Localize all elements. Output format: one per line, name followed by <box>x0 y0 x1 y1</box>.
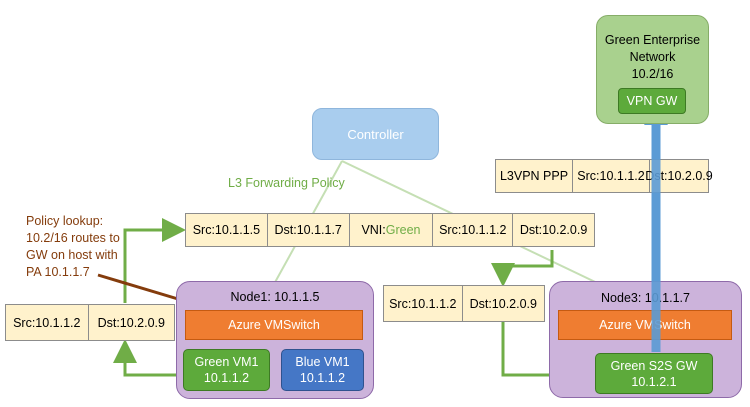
vm-name: Blue VM1 <box>295 355 350 369</box>
left-packet: Src:10.1.1.2 Dst:10.2.0.9 <box>5 304 175 341</box>
packet-field: Src:10.1.1.2 <box>6 305 89 340</box>
green-s2s-gw: Green S2S GW 10.1.2.1 <box>595 353 713 394</box>
enterprise-line: Green Enterprise <box>604 33 701 47</box>
vpn-gw-label: VPN GW <box>626 94 678 108</box>
node3: Node3: 10.1.1.7 Azure VMSwitch Green S2S… <box>549 281 742 398</box>
policy-lookup-line: Policy lookup: <box>26 214 104 228</box>
arrow-left-packet-to-encap <box>123 218 186 303</box>
l3vpn-packet: L3VPN PPP Src:10.1.1.2 Dst:10.2.0.9 <box>495 159 713 193</box>
enterprise-label: Green Enterprise Network 10.2/16 <box>597 32 708 83</box>
gw-name: Green S2S GW <box>610 358 698 373</box>
blue-vm1: Blue VM1 10.1.1.2 <box>281 349 364 391</box>
gw-ip: 10.1.2.1 <box>631 374 677 389</box>
node1-title: Node1: 10.1.1.5 <box>230 290 320 304</box>
enterprise-line: Network <box>629 50 676 64</box>
vm-name: Green VM1 <box>194 355 259 369</box>
policy-lookup-line: PA 10.1.1.7 <box>26 265 90 279</box>
controller-box: Controller <box>312 108 439 160</box>
packet-field: Src:10.1.1.5 <box>186 214 268 246</box>
node3-title: Node3: 10.1.1.7 <box>601 291 690 305</box>
controller-label: Controller <box>347 126 404 142</box>
node1: Node1: 10.1.1.5 Azure VMSwitch Green VM1… <box>176 281 374 399</box>
policy-label: L3 Forwarding Policy <box>228 176 345 190</box>
packet-field: Dst:10.2.0.9 <box>97 315 165 330</box>
packet-field: Src:10.1.1.2 <box>384 286 463 321</box>
vmswitch-label: Azure VMSwitch <box>599 318 691 332</box>
packet-field: Dst:10.2.0.9 <box>469 296 537 311</box>
encap-packet: Src:10.1.1.5 Dst:10.1.1.7 VNI:Green Src:… <box>185 213 595 247</box>
vni-value: Green <box>385 223 421 237</box>
vmswitch-label: Azure VMSwitch <box>228 318 320 332</box>
arrow-encap-to-right-packet <box>491 250 554 287</box>
node3-vmswitch: Azure VMSwitch <box>558 310 732 340</box>
vpn-gw: VPN GW <box>618 88 686 114</box>
packet-field: Dst:10.1.1.7 <box>268 214 350 246</box>
packet-field: Dst:10.2.0.9 <box>519 223 588 237</box>
policy-lookup-line: 10.2/16 routes to <box>26 231 120 245</box>
packet-field: Src:10.1.1.2 <box>573 160 650 192</box>
vni-prefix: VNI: <box>361 223 386 237</box>
policy-lookup-text: Policy lookup: 10.2/16 routes to GW on h… <box>26 213 120 281</box>
packet-field: Src:10.1.1.2 <box>433 214 514 246</box>
policy-lookup-line: GW on host with <box>26 248 118 262</box>
packet-field: Dst:10.2.0.9 <box>645 169 713 183</box>
enterprise-network: Green Enterprise Network 10.2/16 VPN GW <box>596 15 709 124</box>
packet-field: L3VPN PPP <box>496 160 573 192</box>
arrow-vm-to-left-packet <box>113 339 185 377</box>
vm-ip: 10.1.1.2 <box>299 371 346 385</box>
packet-field-vni: VNI:Green <box>350 214 434 246</box>
node1-vmswitch: Azure VMSwitch <box>185 310 363 340</box>
right-packet: Src:10.1.1.2 Dst:10.2.0.9 <box>383 285 545 322</box>
green-vm1: Green VM1 10.1.1.2 <box>183 349 270 391</box>
enterprise-line: 10.2/16 <box>631 67 674 81</box>
vm-ip: 10.1.1.2 <box>203 371 250 385</box>
